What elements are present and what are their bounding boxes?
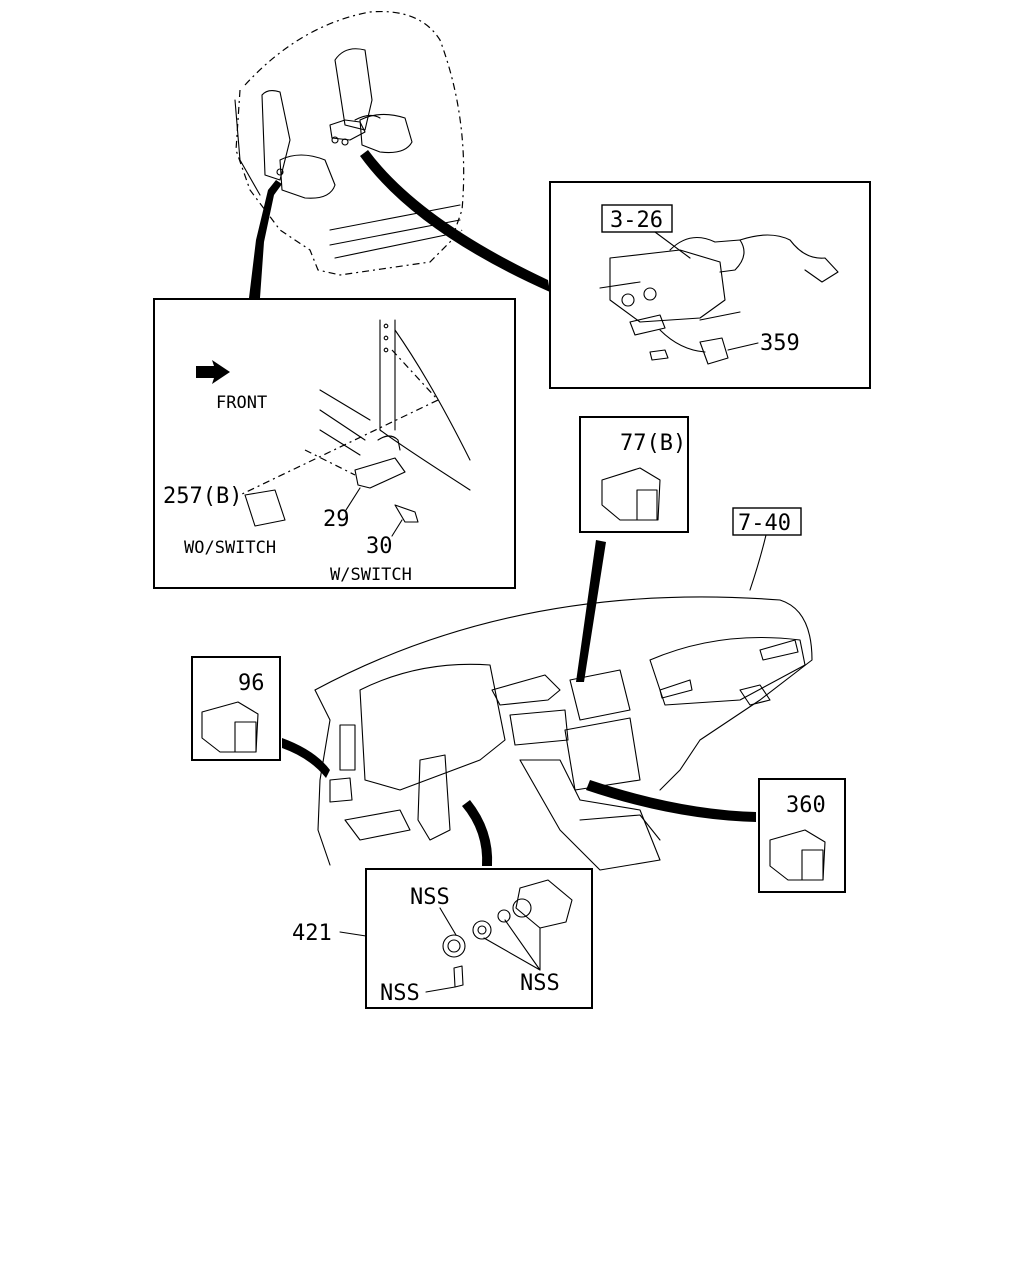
leader-7-40 [749,534,767,591]
leader-421-box [462,800,493,866]
leader-360 [586,780,756,822]
reference-box-3-26 [601,204,673,233]
label-nss-right: NSS [520,971,560,996]
seat-heater-assembly-drawing [599,234,839,365]
label-96: 96 [238,671,265,696]
label-257b: 257(B) [163,484,242,509]
cigar-lighter-drawing [442,879,573,988]
vehicle-interior-sketch [234,10,465,276]
dashboard-sketch [314,596,813,871]
part-96-frame [191,656,281,761]
label-7-40: 7-40 [738,511,791,536]
leader-3-26 [654,231,691,259]
leader-curve-to-seat-box [360,150,550,292]
leader-421 [339,931,367,937]
leader-nss-top [439,907,457,936]
reference-box-7-40 [732,507,802,536]
switch-77b-drawing [601,467,661,521]
label-wo-switch: WO/SWITCH [184,538,276,558]
leader-nss-right [483,919,541,971]
label-77b: 77(B) [620,431,686,456]
part-77b-frame [579,416,689,533]
leader-curve-to-insert-box [249,180,282,298]
seat-detail-frame [549,181,871,389]
label-360: 360 [786,793,826,818]
label-421: 421 [292,921,332,946]
front-direction-arrow [196,360,230,384]
leader-29 [345,487,361,511]
label-front: FRONT [216,393,267,413]
label-30: 30 [366,534,393,559]
leader-96 [282,738,330,778]
leader-nss-left [425,986,456,993]
switch-360-drawing [769,829,826,881]
label-w-switch: W/SWITCH [330,565,412,585]
label-359: 359 [760,331,800,356]
door-panel-drawing [239,319,471,527]
label-29: 29 [323,507,350,532]
leader-359 [727,342,759,351]
switch-96-drawing [201,701,259,753]
label-3-26: 3-26 [610,208,663,233]
leader-30 [391,519,403,537]
label-nss-left: NSS [380,981,420,1006]
label-nss-top: NSS [410,885,450,910]
leader-77b [576,540,606,682]
insert-detail-frame [153,298,516,589]
